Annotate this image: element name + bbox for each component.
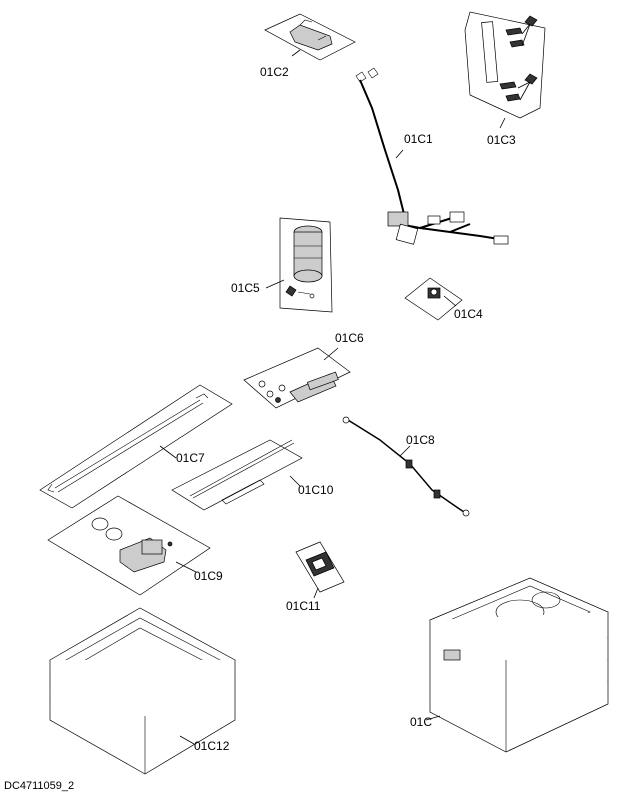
label-01c4: 01C4 (454, 307, 483, 321)
part-01c6-damper (243, 347, 351, 409)
label-01c2: 01C2 (260, 65, 289, 79)
part-01c2-bracket (264, 13, 356, 61)
part-01c4-clip (404, 277, 463, 321)
label-01c6: 01C6 (335, 331, 364, 345)
part-01c5-air-spring (265, 217, 333, 313)
label-01c12: 01C12 (194, 739, 230, 753)
part-01c12-bellows (49, 607, 236, 775)
label-01c1: 01C1 (404, 132, 433, 146)
part-01c11-cover (295, 541, 345, 599)
part-01c3-switch-set (464, 11, 546, 129)
label-01c7: 01C7 (176, 451, 205, 465)
part-01c-seat-suspension (425, 577, 609, 753)
part-01c10-cable (171, 439, 303, 511)
label-01c9: 01C9 (194, 569, 223, 583)
label-01c10: 01C10 (298, 483, 334, 497)
label-01c3: 01C3 (487, 133, 516, 147)
part-01c7-cable (39, 384, 233, 509)
label-01c: 01C (410, 715, 432, 729)
part-01c1-wire-harness (355, 67, 509, 245)
label-01c8: 01C8 (406, 433, 435, 447)
label-01c5: 01C5 (231, 281, 260, 295)
document-id: DC4711059_2 (4, 780, 75, 792)
part-01c8-cable (342, 416, 470, 517)
part-01c9-motor (47, 495, 211, 596)
label-01c11: 01C11 (286, 599, 321, 613)
